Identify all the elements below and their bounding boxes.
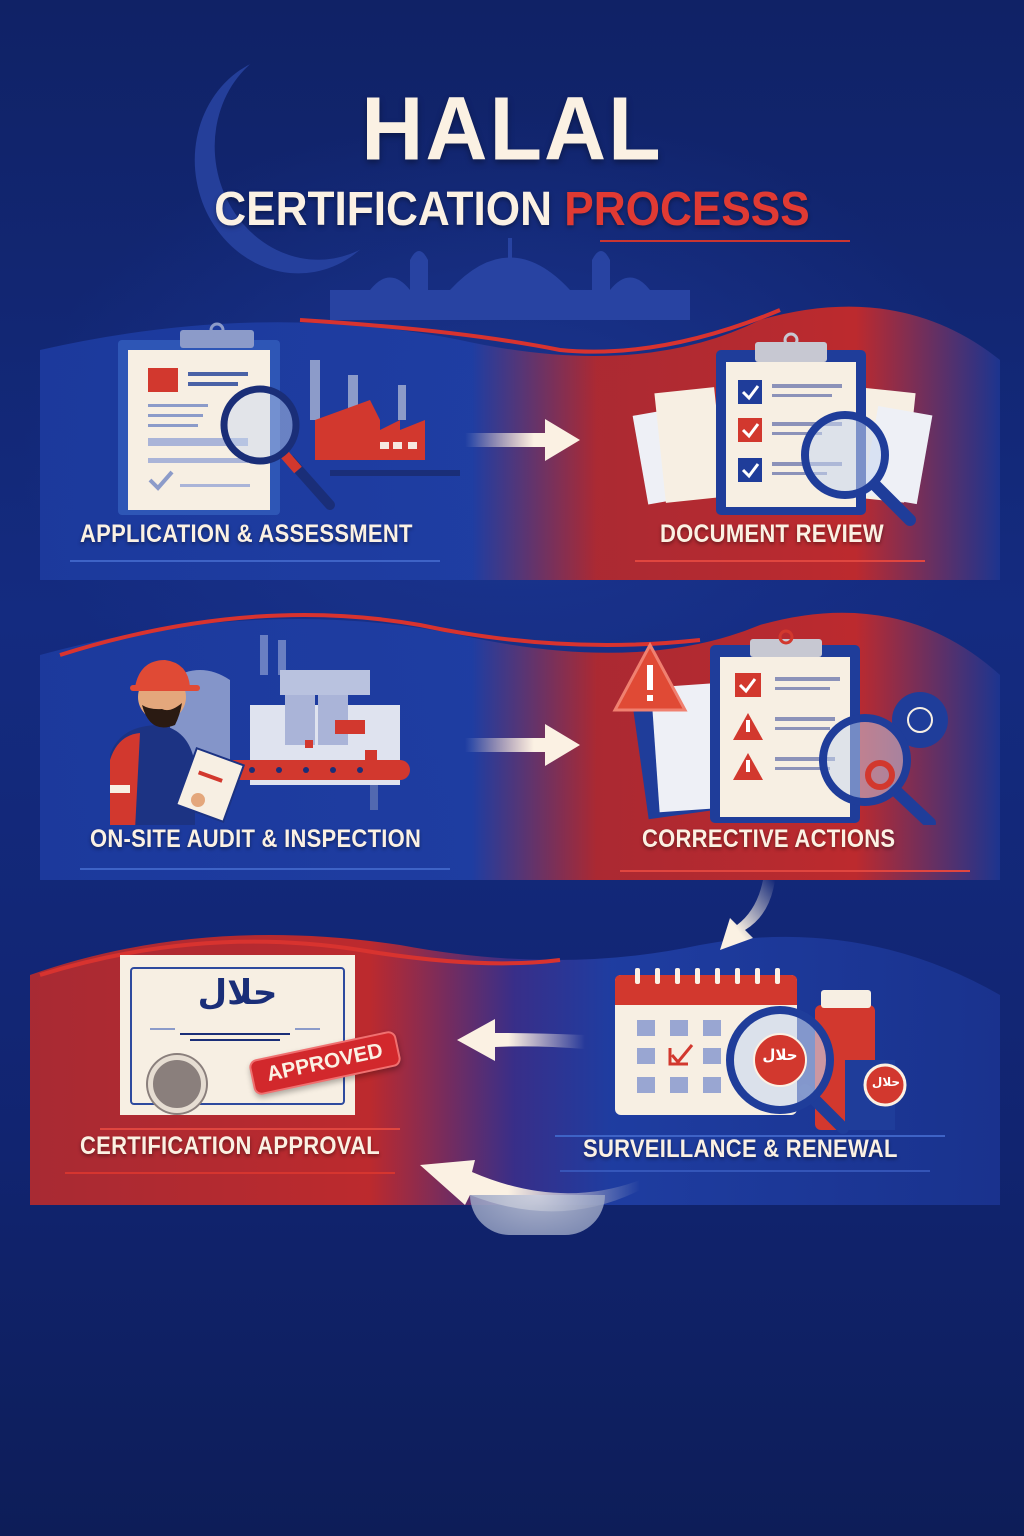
arrow-right-icon	[465, 724, 580, 766]
calendar-halal-magnifier-icon	[615, 968, 907, 1134]
moon-glow-icon	[470, 1195, 605, 1235]
step-label: DOCUMENT REVIEW	[660, 520, 884, 548]
divider	[80, 868, 450, 870]
halal-badge-text-small: حلال	[871, 1075, 901, 1089]
page-title: HALAL	[361, 78, 663, 180]
step-surveillance-renewal: حلال حلال SURVEILLANCE & RENEWAL	[555, 960, 995, 1175]
warning-clipboard-gear-icon	[612, 629, 948, 829]
checklist-clipboard-magnifier-icon	[632, 332, 933, 526]
divider	[620, 870, 970, 872]
step-document-review: DOCUMENT REVIEW	[620, 320, 980, 570]
clipboard-magnifier-factory-icon	[118, 322, 460, 515]
divider	[70, 560, 440, 562]
inspector-conveyor-icon	[110, 635, 410, 830]
step-label: CERTIFICATION APPROVAL	[80, 1132, 380, 1160]
arrow-left-icon	[457, 1019, 585, 1061]
step-label: ON-SITE AUDIT & INSPECTION	[90, 825, 422, 853]
step-corrective-actions: CORRECTIVE ACTIONS	[610, 625, 990, 885]
subtitle-accent: PROCESSS	[564, 183, 810, 236]
divider	[560, 1170, 930, 1172]
subtitle-main: CERTIFICATION	[214, 183, 553, 236]
header: HALAL CERTIFICATION PROCESSS	[0, 0, 1024, 320]
divider	[555, 1135, 945, 1137]
divider	[635, 560, 925, 562]
step-label: APPLICATION & ASSESSMENT	[80, 520, 413, 548]
divider	[100, 1128, 400, 1130]
divider	[65, 1172, 395, 1174]
arrow-right-icon	[465, 419, 580, 461]
step-label: CORRECTIVE ACTIONS	[642, 825, 896, 853]
halal-badge-text: حلال	[762, 1046, 798, 1064]
certificate-arabic-text: حلال	[197, 973, 278, 1013]
mosque-silhouette-icon	[330, 238, 690, 320]
step-certification-approval: حلال APPROVED CERTIFICATION APPROVAL	[65, 950, 445, 1180]
seal-icon	[148, 1055, 206, 1113]
step-onsite-audit-inspection: ON-SITE AUDIT & INSPECTION	[80, 625, 460, 885]
step-application-assessment: APPLICATION & ASSESSMENT	[70, 320, 460, 570]
page-subtitle: CERTIFICATION PROCESSS	[41, 182, 983, 237]
step-label: SURVEILLANCE & RENEWAL	[583, 1135, 898, 1163]
halal-certificate: حلال	[120, 955, 355, 1115]
title-underline	[600, 240, 850, 242]
arrow-down-left-icon	[720, 880, 775, 950]
